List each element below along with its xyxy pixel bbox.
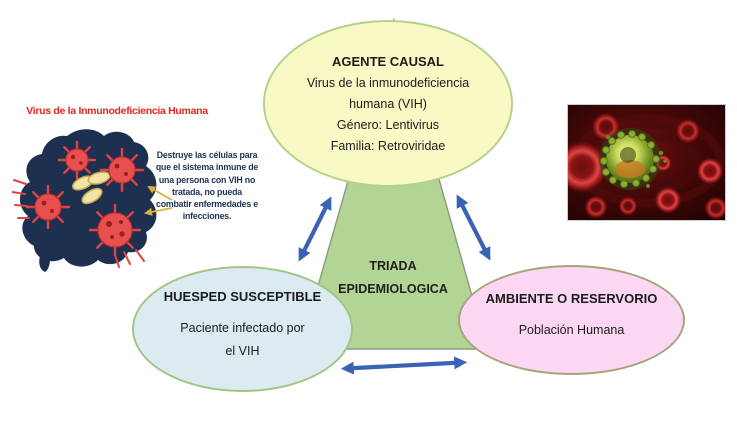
desc-line: tratada, no pueda xyxy=(172,186,242,197)
host-line: Paciente infectado por xyxy=(180,321,305,335)
arrow-agent-host xyxy=(298,196,332,262)
desc-line: Destruye las células para xyxy=(156,150,258,160)
cell-tail xyxy=(39,248,50,272)
virus-top xyxy=(57,140,97,180)
virus-big xyxy=(88,203,142,257)
desc-line: infecciones. xyxy=(182,211,232,222)
hiv-cell-illustration xyxy=(12,129,173,272)
left-infographic-description: Destruye las células para que el sistema… xyxy=(152,149,262,223)
hiv-virus-particle xyxy=(599,128,667,190)
desc-line: que el sistema inmune de xyxy=(155,162,259,173)
agent-title: AGENTE CAUSAL xyxy=(332,53,444,69)
node-agente-causal: AGENTE CAUSAL Virus de la inmunodeficien… xyxy=(263,20,513,187)
host-title: HUESPED SUSCEPTIBLE xyxy=(163,289,322,304)
triad-label-line: EPIDEMIOLOGICA xyxy=(338,282,448,296)
arrow-host-environment xyxy=(340,356,468,375)
virus-left xyxy=(25,184,71,230)
node-huesped-susceptible: HUESPED SUSCEPTIBLE Paciente infectado p… xyxy=(132,266,353,392)
node-ambiente-reservorio: AMBIENTE O RESERVORIO Población Humana xyxy=(458,265,685,375)
triad-label-line: TRIADA xyxy=(369,259,417,273)
desc-line: una persona con VIH no xyxy=(158,174,256,185)
desc-line: combatir enfermedades e xyxy=(156,199,258,210)
left-infographic-title: Virus de la Inmunodeficiencia Humana xyxy=(26,105,208,117)
blood-virus-photo-art xyxy=(555,105,728,220)
speed-lines xyxy=(12,179,145,268)
agent-line: Virus de la inmunodeficiencia xyxy=(306,75,470,90)
host-line: el VIH xyxy=(225,344,260,358)
environment-line: Población Humana xyxy=(518,322,625,337)
virus-right xyxy=(99,147,145,193)
agent-line: Familia: Retroviridae xyxy=(330,138,446,153)
virus-particles xyxy=(25,140,145,257)
agent-line: Género: Lentivirus xyxy=(336,117,440,132)
agent-line: humana (VIH) xyxy=(349,96,427,111)
blood-virus-photo xyxy=(555,104,728,221)
environment-title: AMBIENTE O RESERVORIO xyxy=(485,290,658,306)
triad-center-label: TRIADA EPIDEMIOLOGICA xyxy=(313,255,473,301)
pointer-arrows xyxy=(144,186,173,216)
arrow-agent-environment xyxy=(456,194,491,261)
